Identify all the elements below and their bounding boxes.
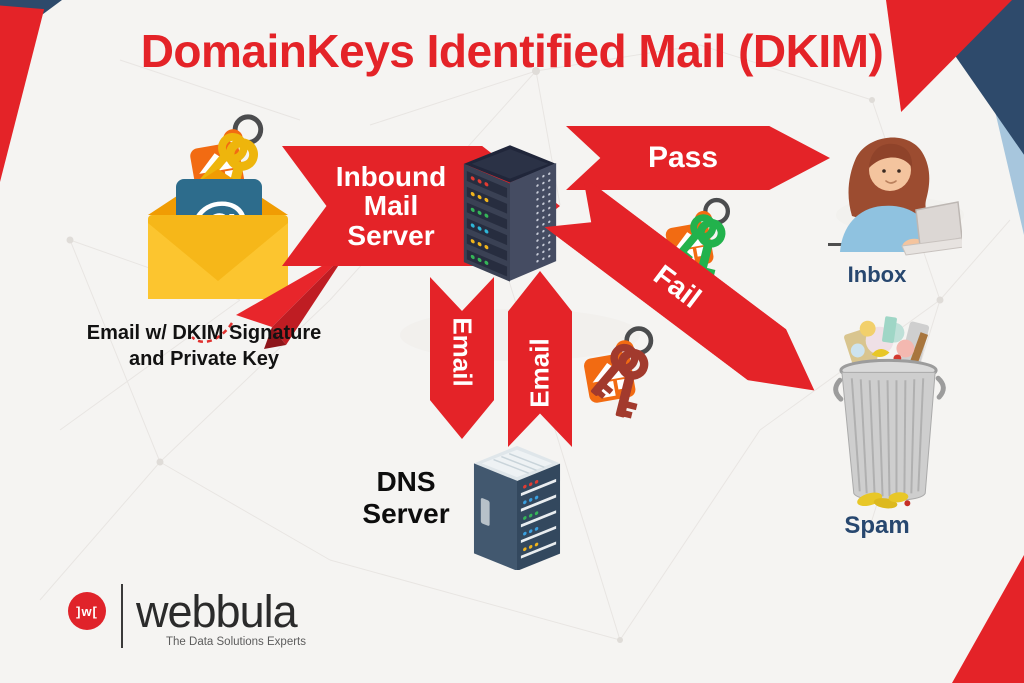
dns-server-label: DNS Server	[348, 466, 464, 530]
email-query-label: Email	[447, 316, 478, 387]
webbula-wordmark: webbula	[136, 586, 298, 637]
dns-label-line1: DNS	[376, 466, 436, 497]
inbound-mail-server-icon	[463, 145, 557, 282]
source-caption-line2: and Private Key	[128, 348, 280, 370]
dns-server-icon	[473, 445, 561, 570]
inbox-label: Inbox	[847, 262, 907, 287]
logo-divider	[121, 584, 123, 648]
webbula-logo-mark: ]w[	[68, 592, 106, 630]
pass-arrow-label: Pass	[647, 141, 719, 174]
inbound-arrow-line3: Server	[347, 219, 435, 251]
fail-key-icon	[584, 326, 654, 419]
email-response-label: Email	[524, 338, 555, 408]
pass-arrow: Pass	[566, 126, 830, 190]
dns-label-line2: Server	[362, 498, 450, 530]
spam-label: Spam	[844, 512, 910, 539]
source-caption-line1: Email w/ DKIM Signature	[86, 322, 322, 344]
webbula-tagline: The Data Solutions Experts	[166, 636, 306, 648]
fail-arrow-label: Fail	[647, 258, 707, 315]
source-email-caption: Email w/ DKIM Signature and Private Key	[58, 320, 350, 372]
inbound-arrow-line2: Mail	[363, 190, 419, 222]
inbox-user-icon	[828, 137, 962, 256]
inbound-arrow-line1: Inbound	[335, 161, 447, 193]
signed-email-icon: @	[148, 169, 348, 349]
spam-trash-icon	[833, 316, 946, 509]
page-title: DomainKeys Identified Mail (DKIM)	[140, 25, 884, 77]
